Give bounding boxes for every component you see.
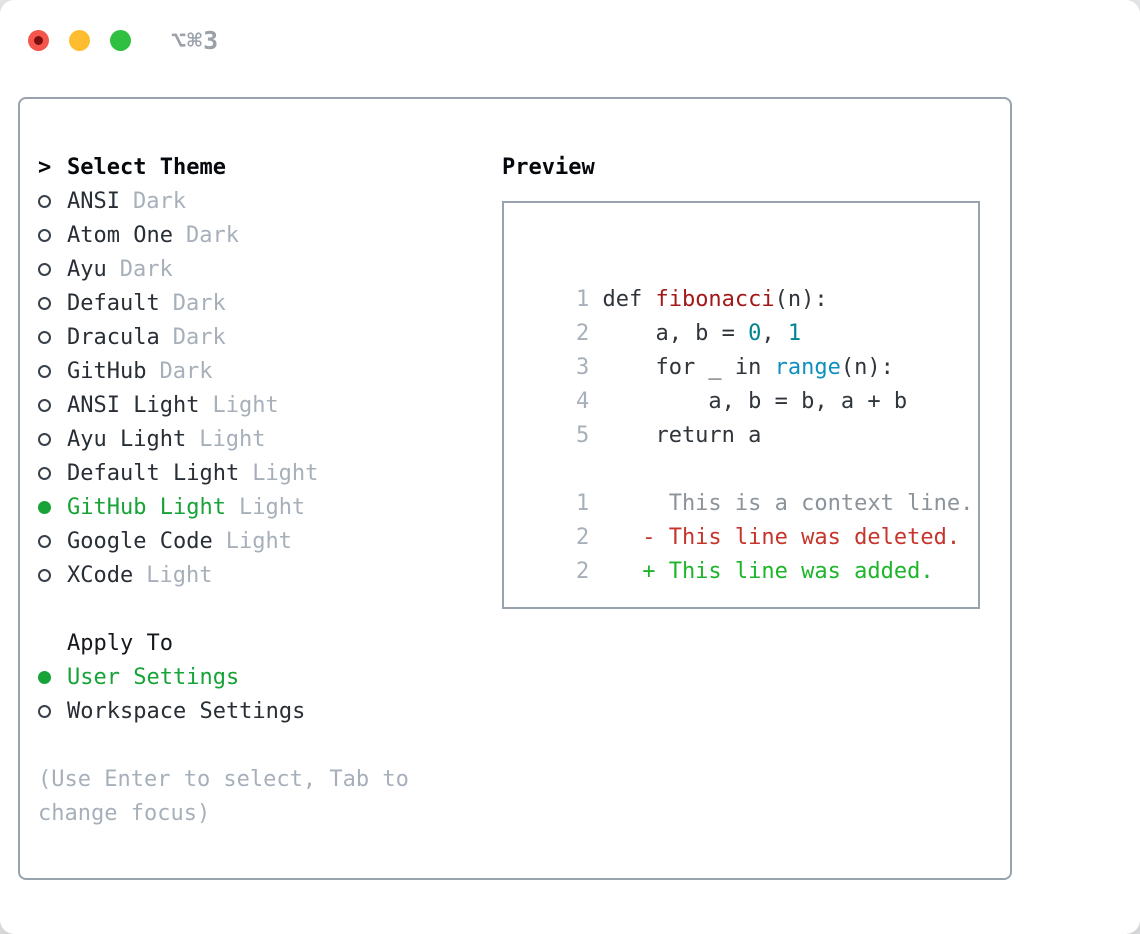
apply-to-option[interactable]: Workspace Settings [38,695,480,729]
radio-icon [38,365,51,378]
theme-option[interactable]: Default Light Light [38,457,480,491]
theme-option-label: XCode [67,563,134,588]
line-content: a, b = b, a + b [602,389,908,414]
code-line: 1 This is a context line. [523,453,978,516]
theme-option-label: Google Code [67,529,213,554]
theme-option[interactable]: Ayu Dark [38,253,480,287]
line-number: 5 [575,423,590,448]
titlebar: ⌥⌘3 [28,26,219,55]
preview-title: Preview [502,155,595,180]
theme-menu-header-row: > Select Theme [38,151,480,185]
radio-icon [38,433,51,446]
line-content: This is a context line. [602,491,974,516]
theme-option-variant: Dark [132,189,186,214]
window-title: ⌥⌘3 [171,26,220,55]
radio-icon [38,705,51,718]
theme-option-label: Ayu [67,257,107,282]
theme-option-variant: Dark [159,359,213,384]
radio-icon [38,297,51,310]
code-line: 1 def fibonacci(n): [523,249,978,312]
theme-option-label: GitHub [67,359,147,384]
radio-icon [38,229,51,242]
radio-icon [38,331,51,344]
theme-option[interactable]: Google Code Light [38,525,480,559]
theme-option[interactable]: ANSI Light Light [38,389,480,423]
theme-option-label: Default [67,291,160,316]
line-content: - This line was deleted. [602,525,961,550]
code-line: 4 a, b = b, a + b [523,351,978,414]
radio-icon [38,569,51,582]
theme-option-label: GitHub Light [67,495,226,520]
theme-option-label: Ayu Light [67,427,187,452]
radio-icon [38,501,51,514]
theme-option-label: ANSI [67,189,120,214]
line-number: 2 [575,321,590,346]
radio-icon [38,671,51,684]
line-content: return a [602,423,762,448]
radio-icon [38,467,51,480]
apply-to-option-label: Workspace Settings [67,699,306,724]
theme-option[interactable]: GitHub Light Light [38,491,480,525]
code-line: 2 + This line was added. [523,521,978,584]
radio-icon [38,263,51,276]
theme-option-variant: Light [252,461,319,486]
code-line: 2 a, b = 0, 1 [523,283,978,346]
theme-option[interactable]: GitHub Dark [38,355,480,389]
theme-option-variant: Light [146,563,213,588]
code-line: 3 for _ in range(n): [523,317,978,380]
line-content: def fibonacci(n): [602,287,828,312]
line-number: 1 [575,287,590,312]
line-content: + This line was added. [602,559,934,584]
close-button[interactable] [28,30,49,51]
line-number: 2 [575,559,590,584]
theme-option-label: ANSI Light [67,393,200,418]
preview-section: Preview 1 def fibonacci(n): 2 a, b = 0, 1… [502,151,980,609]
zoom-button[interactable] [110,30,131,51]
theme-option[interactable]: XCode Light [38,559,480,593]
line-content: for _ in range(n): [602,355,894,380]
line-content: a, b = 0, 1 [602,321,802,346]
help-text: (Use Enter to select, Tab to change focu… [38,767,409,826]
line-number: 3 [575,355,590,380]
selection-prompt-icon: > [38,155,52,180]
theme-option-variant: Light [238,495,306,520]
radio-icon [38,535,51,548]
code-line: 5 return a [523,385,978,448]
theme-option-label: Dracula [67,325,160,350]
apply-to-list: User Settings Workspace Settings [38,661,480,729]
theme-menu-title: Select Theme [67,155,226,180]
radio-icon [38,195,51,208]
theme-option-variant: Light [225,529,292,554]
theme-option-variant: Dark [172,325,226,350]
theme-option[interactable]: Ayu Light Light [38,423,480,457]
theme-option-variant: Dark [119,257,173,282]
line-number: 4 [575,389,590,414]
preview-code-box: 1 def fibonacci(n): 2 a, b = 0, 1 3 for _… [502,201,980,609]
theme-option[interactable]: Atom One Dark [38,219,480,253]
theme-option[interactable]: ANSI Dark [38,185,480,219]
theme-option-label: Atom One [67,223,173,248]
apply-to-section: Apply To User Settings Workspace Setting… [38,627,480,729]
theme-option-variant: Light [199,427,266,452]
theme-option[interactable]: Default Dark [38,287,480,321]
code-line: 2 - This line was deleted. [523,487,978,550]
line-number: 1 [575,491,590,516]
theme-option-label: Default Light [67,461,240,486]
theme-option-variant: Dark [172,291,226,316]
apply-to-title: Apply To [67,631,173,656]
apply-to-option[interactable]: User Settings [38,661,480,695]
minimize-button[interactable] [69,30,90,51]
theme-option-variant: Dark [185,223,239,248]
theme-option-variant: Light [212,393,279,418]
theme-option[interactable]: Dracula Dark [38,321,480,355]
apply-to-option-label: User Settings [67,665,240,690]
radio-icon [38,399,51,412]
line-number: 2 [575,525,590,550]
